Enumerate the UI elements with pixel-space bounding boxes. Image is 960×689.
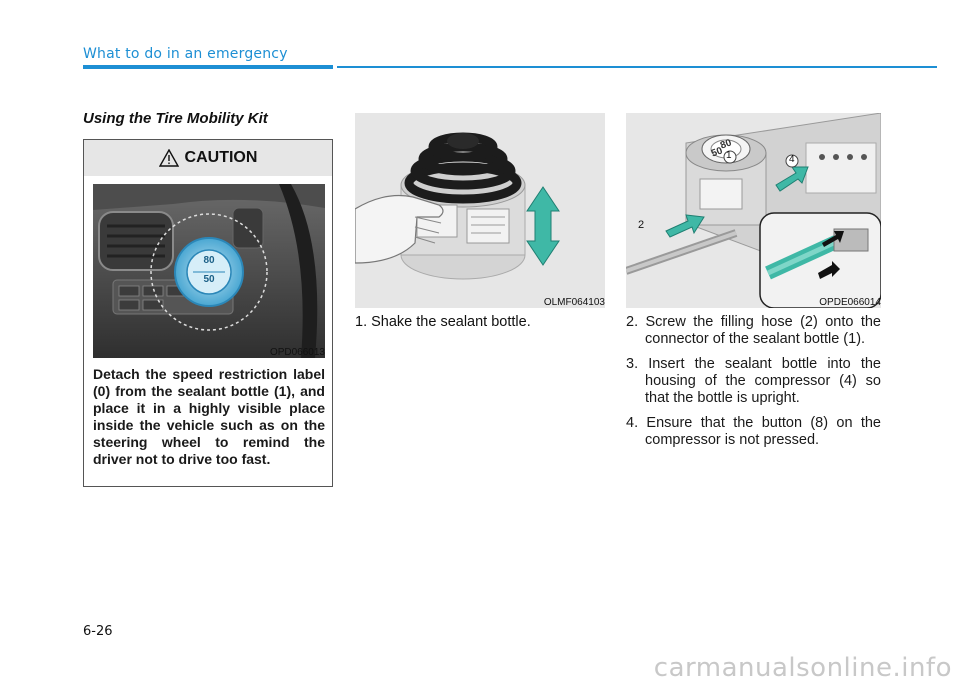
image-code: OPD066013	[269, 347, 325, 358]
callout-4: 4	[789, 154, 795, 165]
step-3: 3. Insert the sealant bottle into the ho…	[626, 356, 881, 406]
caution-header: CAUTION	[84, 140, 332, 176]
step-4: 4. Ensure that the button (8) on the com…	[626, 415, 881, 448]
section-header: What to do in an emergency	[83, 46, 288, 62]
header-rule-thin	[337, 66, 937, 68]
sticker-speed-top: 80	[203, 255, 215, 266]
dashboard-photo: 80 50	[93, 184, 325, 358]
compressor-illustration: 80 50 1 2 4	[626, 113, 881, 308]
warning-triangle-icon	[158, 148, 179, 167]
section-title: Using the Tire Mobility Kit	[83, 110, 268, 127]
steps-list: 2. Screw the filling hose (2) onto the c…	[626, 314, 881, 457]
shake-bottle-illustration	[355, 113, 605, 308]
image-code: OPDE066014	[819, 297, 881, 308]
step-1: 1. Shake the sealant bottle.	[355, 314, 531, 330]
step-2: 2. Screw the filling hose (2) onto the c…	[626, 314, 881, 347]
callout-1: 1	[726, 150, 732, 161]
watermark[interactable]: carmanualsonline.info	[653, 653, 952, 683]
caution-text: Detach the speed restriction label (0) f…	[93, 366, 325, 467]
page-number: 6-26	[83, 624, 113, 639]
sticker-speed-bottom: 50	[203, 274, 215, 285]
callout-2: 2	[638, 219, 645, 231]
header-rule-thick	[83, 65, 333, 69]
image-code: OLMF064103	[543, 297, 605, 308]
caution-label: CAUTION	[184, 149, 258, 166]
